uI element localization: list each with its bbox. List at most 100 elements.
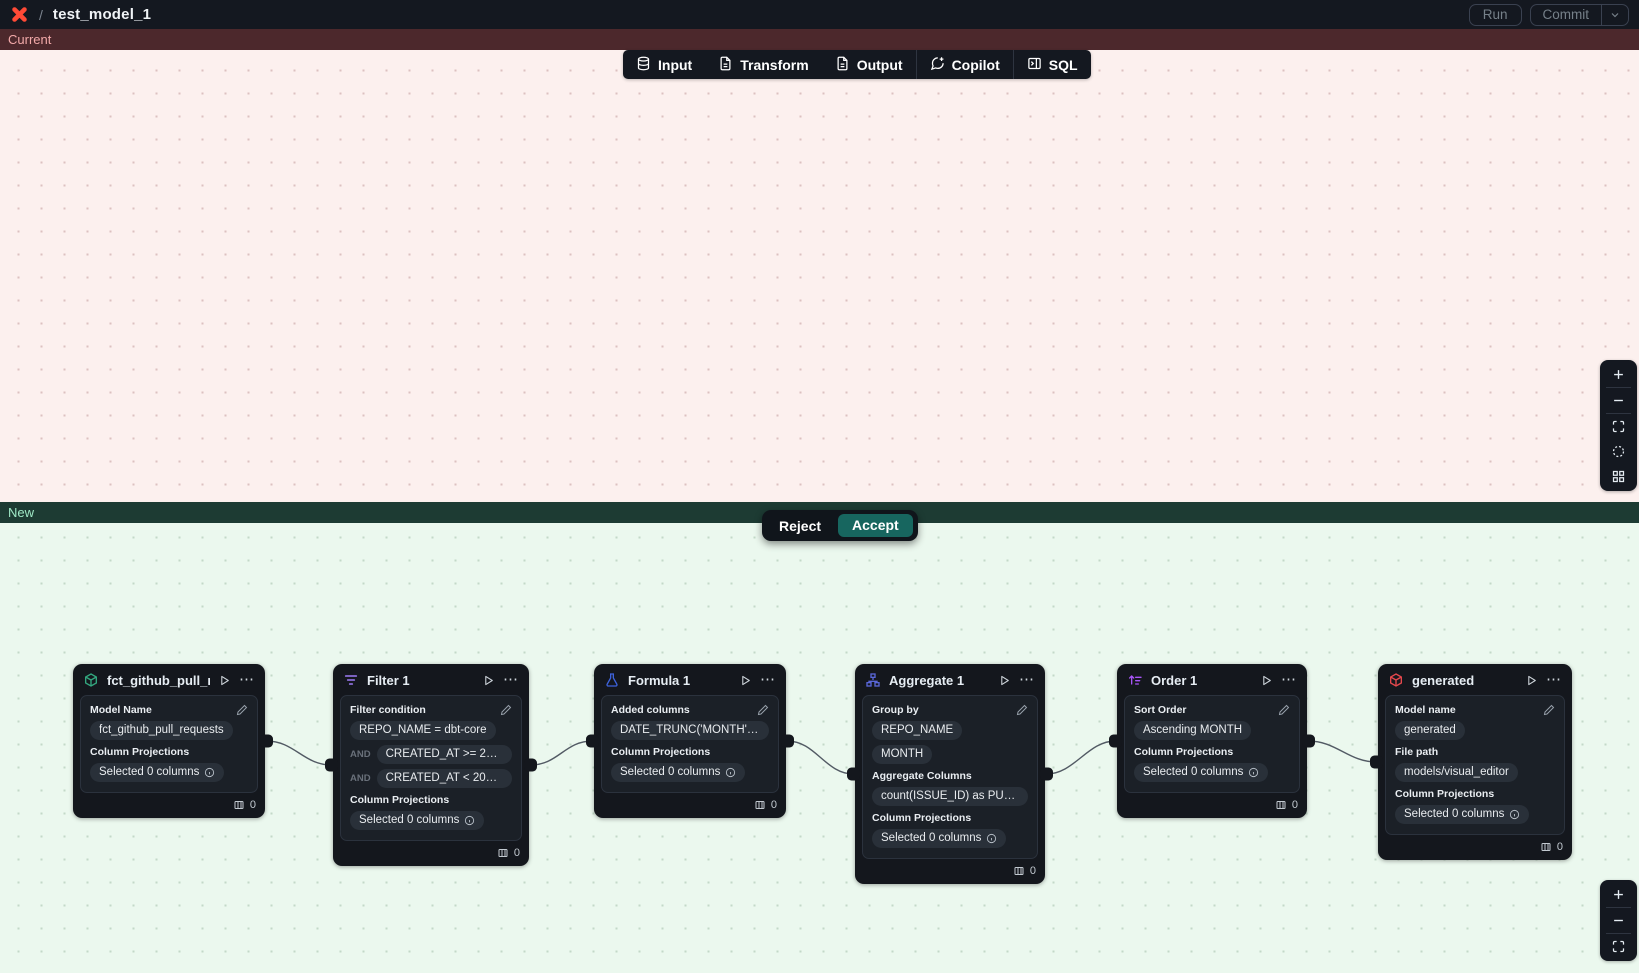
locate-icon[interactable] <box>1600 439 1637 464</box>
value-pill[interactable]: Selected 0 columns <box>90 763 224 782</box>
input-handle[interactable] <box>1370 756 1383 769</box>
node-menu-icon[interactable]: ⋯ <box>503 675 519 685</box>
value-pill[interactable]: REPO_NAME = dbt-core <box>350 721 496 740</box>
output-handle[interactable] <box>1302 735 1315 748</box>
auto-layout-icon[interactable] <box>1600 464 1637 489</box>
node-card-aggregate-1[interactable]: Aggregate 1⋯Group byREPO_NAMEMONTHAggreg… <box>855 664 1045 884</box>
edit-icon[interactable] <box>1543 704 1555 716</box>
review-toolbar: Reject Accept <box>762 510 918 541</box>
value-pill[interactable]: Selected 0 columns <box>1395 805 1529 824</box>
section-label: Group by <box>872 704 919 716</box>
current-canvas[interactable]: Input Transform Output Copilot SQL <box>0 50 1639 502</box>
value-pill[interactable]: Selected 0 columns <box>872 829 1006 848</box>
toolbar-transform-button[interactable]: Transform <box>705 50 821 79</box>
fit-view-icon[interactable] <box>1600 414 1637 439</box>
formula-flask-icon <box>604 672 620 688</box>
toolbar-copilot-button[interactable]: Copilot <box>917 50 1013 79</box>
fit-view-icon[interactable] <box>1600 934 1637 959</box>
node-title: generated <box>1412 673 1517 688</box>
input-handle[interactable] <box>847 768 860 781</box>
chevron-down-icon[interactable] <box>1601 5 1628 25</box>
output-handle[interactable] <box>260 735 273 748</box>
node-menu-icon[interactable]: ⋯ <box>1019 675 1035 685</box>
value-pill[interactable]: DATE_TRUNC('MONTH', CREATED_AT… <box>611 721 769 740</box>
play-node-icon[interactable] <box>218 674 231 687</box>
value-pill[interactable]: CREATED_AT < 2025-03-01 <box>377 769 512 788</box>
output-handle[interactable] <box>1040 768 1053 781</box>
new-canvas[interactable]: fct_github_pull_requests⋯Model Namefct_g… <box>0 523 1639 973</box>
info-icon <box>725 767 736 778</box>
section-label: Column Projections <box>1395 788 1494 800</box>
edit-icon[interactable] <box>757 704 769 716</box>
edit-icon[interactable] <box>236 704 248 716</box>
section-label: Model name <box>1395 704 1456 716</box>
input-handle[interactable] <box>1109 735 1122 748</box>
node-menu-icon[interactable]: ⋯ <box>1281 675 1297 685</box>
columns-count-icon <box>1013 865 1025 877</box>
node-card-filter-1[interactable]: Filter 1⋯Filter conditionREPO_NAME = dbt… <box>333 664 529 866</box>
value-pill[interactable]: Selected 0 columns <box>1134 763 1268 782</box>
node-menu-icon[interactable]: ⋯ <box>239 675 255 685</box>
columns-count: 0 <box>771 799 777 811</box>
value-pill[interactable]: Selected 0 columns <box>350 811 484 830</box>
node-menu-icon[interactable]: ⋯ <box>1546 675 1562 685</box>
value-pill[interactable]: fct_github_pull_requests <box>90 721 233 740</box>
section-label: Column Projections <box>872 812 971 824</box>
zoom-out-icon[interactable] <box>1600 908 1637 933</box>
edit-icon[interactable] <box>500 704 512 716</box>
input-handle[interactable] <box>325 759 338 772</box>
filter-icon <box>343 672 359 688</box>
value-pill[interactable]: count(ISSUE_ID) as PULL_REQUEST_… <box>872 787 1028 806</box>
node-card-fct_github_pull_requests[interactable]: fct_github_pull_requests⋯Model Namefct_g… <box>73 664 265 818</box>
document-icon <box>718 56 733 74</box>
current-section-bar: Current <box>0 29 1639 50</box>
zoom-in-icon[interactable] <box>1600 882 1637 907</box>
value-pill[interactable]: MONTH <box>872 745 932 764</box>
play-node-icon[interactable] <box>998 674 1011 687</box>
edit-icon[interactable] <box>1016 704 1028 716</box>
section-label: Column Projections <box>1134 746 1233 758</box>
node-menu-icon[interactable]: ⋯ <box>760 675 776 685</box>
toolbar-sql-label: SQL <box>1049 57 1078 73</box>
output-handle[interactable] <box>524 759 537 772</box>
value-pill[interactable]: models/visual_editor <box>1395 763 1518 782</box>
value-pill[interactable]: generated <box>1395 721 1465 740</box>
columns-count-icon <box>233 799 245 811</box>
zoom-in-icon[interactable] <box>1600 362 1637 387</box>
toolbar-output-label: Output <box>857 57 903 73</box>
reject-button[interactable]: Reject <box>767 515 833 537</box>
accept-button[interactable]: Accept <box>838 514 913 537</box>
node-card-order-1[interactable]: Order 1⋯Sort OrderAscending MONTHColumn … <box>1117 664 1307 818</box>
value-pill[interactable]: Selected 0 columns <box>611 763 745 782</box>
run-button[interactable]: Run <box>1469 4 1522 26</box>
input-handle[interactable] <box>586 735 599 748</box>
toolbar-output-button[interactable]: Output <box>822 50 916 79</box>
node-card-generated[interactable]: generated⋯Model namegeneratedFile pathmo… <box>1378 664 1572 860</box>
section-label: Sort Order <box>1134 704 1187 716</box>
play-node-icon[interactable] <box>739 674 752 687</box>
node-card-formula-1[interactable]: Formula 1⋯Added columnsDATE_TRUNC('MONTH… <box>594 664 786 818</box>
commit-button[interactable]: Commit <box>1530 4 1630 26</box>
info-icon <box>986 833 997 844</box>
play-node-icon[interactable] <box>1525 674 1538 687</box>
value-pill[interactable]: CREATED_AT >= 2024-12-01 <box>377 745 512 764</box>
model-cube-icon <box>1388 672 1404 688</box>
commit-button-label[interactable]: Commit <box>1531 5 1602 25</box>
toolbar-input-button[interactable]: Input <box>623 50 705 79</box>
play-node-icon[interactable] <box>482 674 495 687</box>
output-handle[interactable] <box>781 735 794 748</box>
value-pill[interactable]: Ascending MONTH <box>1134 721 1251 740</box>
section-label: Filter condition <box>350 704 426 716</box>
pipeline-edge <box>531 741 593 765</box>
play-node-icon[interactable] <box>1260 674 1273 687</box>
model-cube-icon <box>83 672 99 688</box>
dbt-logo-icon[interactable] <box>10 5 29 24</box>
node-title: fct_github_pull_requests <box>107 673 210 688</box>
value-pill[interactable]: REPO_NAME <box>872 721 962 740</box>
toolbar-input-label: Input <box>658 57 692 73</box>
new-section-label: New <box>8 505 34 520</box>
pipeline-edge <box>1309 741 1377 762</box>
edit-icon[interactable] <box>1278 704 1290 716</box>
zoom-out-icon[interactable] <box>1600 388 1637 413</box>
toolbar-sql-button[interactable]: SQL <box>1014 50 1091 79</box>
